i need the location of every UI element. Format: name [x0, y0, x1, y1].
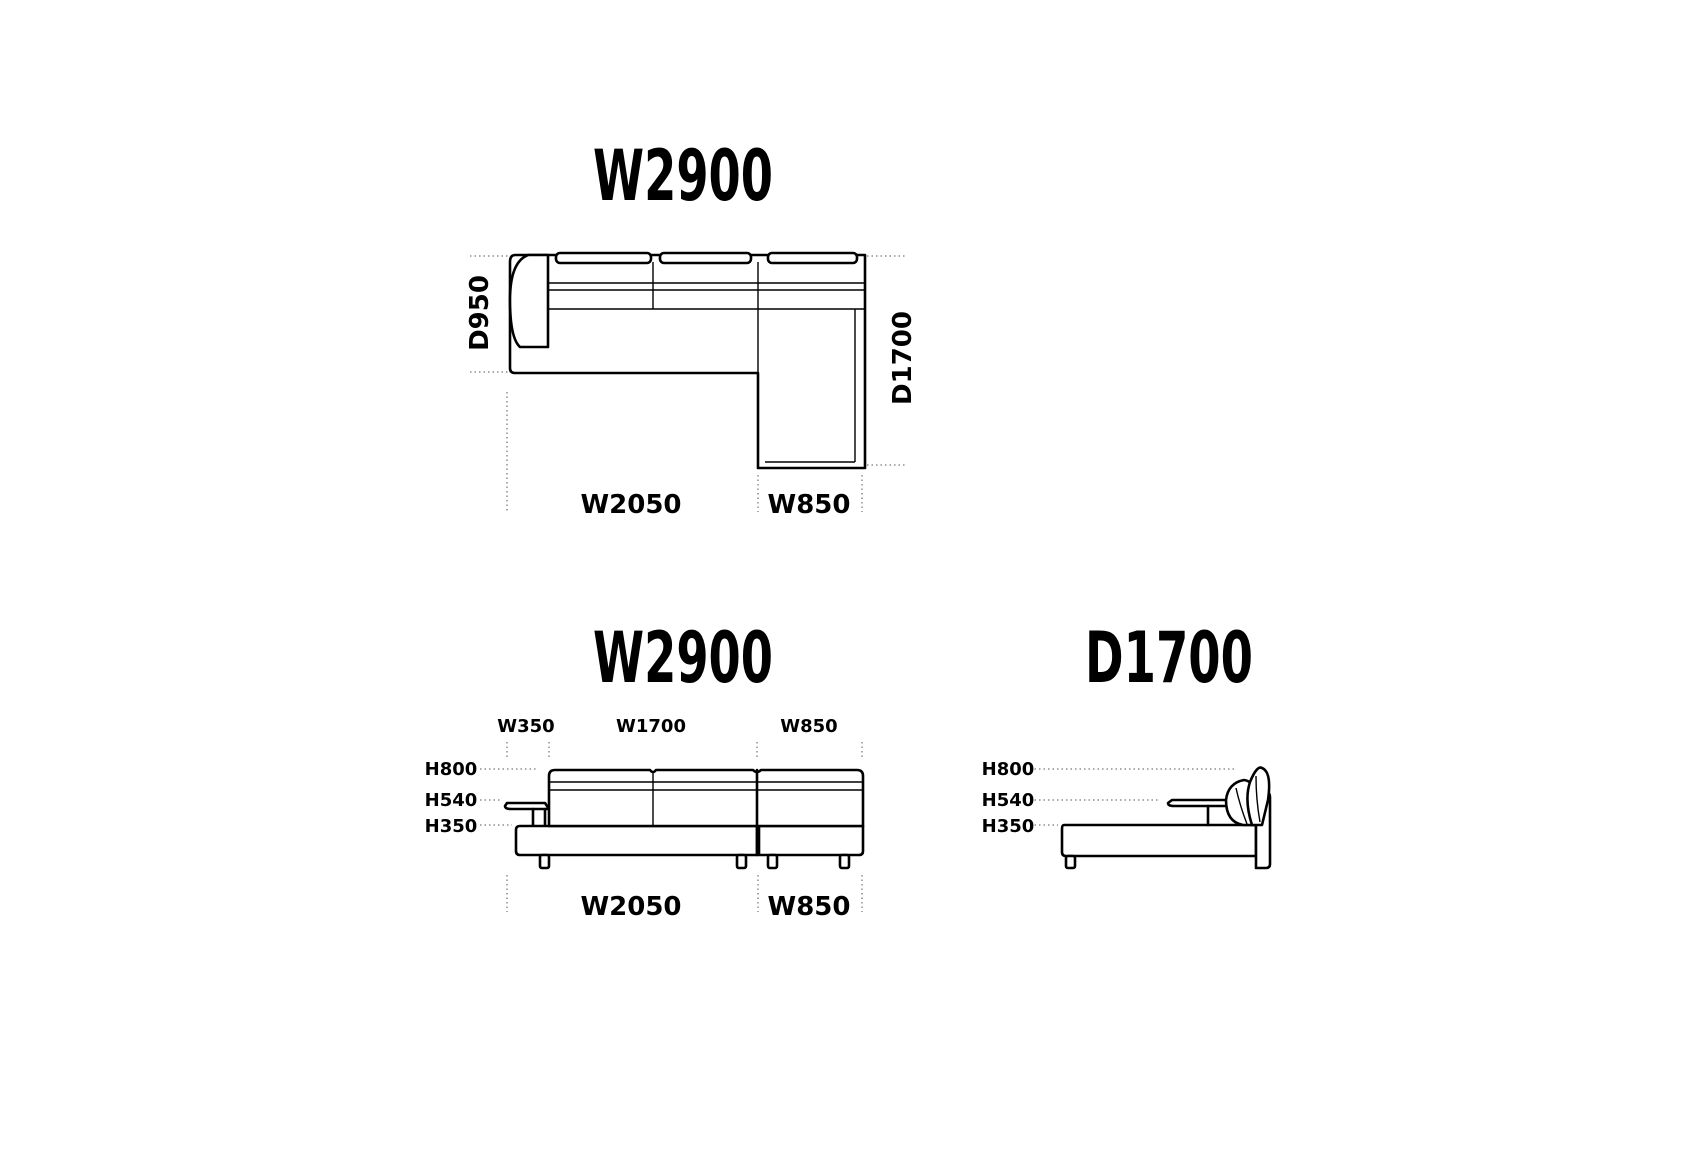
- front-view-sofa: [503, 768, 865, 870]
- side-view-guides: [1030, 768, 1236, 826]
- front-view-width-mid: W1700: [616, 716, 686, 737]
- front-view-height-arm: H540: [425, 790, 478, 811]
- side-view-height-back: H800: [982, 759, 1035, 780]
- front-view-height-seat: H350: [425, 816, 478, 837]
- front-view-title: W2900: [593, 617, 773, 699]
- side-view-sofa: [1060, 766, 1272, 870]
- top-view-width-right: W850: [768, 490, 851, 520]
- top-view-sofa: [508, 251, 867, 470]
- front-view-width-arm: W350: [497, 716, 554, 737]
- front-view-width-left: W2050: [580, 892, 681, 922]
- front-view-width-right: W850: [768, 892, 851, 922]
- top-view-depth-left: D950: [465, 275, 495, 351]
- top-view-guides: [470, 255, 905, 512]
- side-view-title: D1700: [1085, 617, 1253, 699]
- side-view-height-arm: H540: [982, 790, 1035, 811]
- front-view-width-chaise: W850: [780, 716, 837, 737]
- front-view-height-back: H800: [425, 759, 478, 780]
- side-view-height-seat: H350: [982, 816, 1035, 837]
- top-view-width-left: W2050: [580, 490, 681, 520]
- top-view-title: W2900: [593, 135, 773, 217]
- top-view-depth-right: D1700: [888, 311, 918, 405]
- front-view-guides: [480, 742, 863, 912]
